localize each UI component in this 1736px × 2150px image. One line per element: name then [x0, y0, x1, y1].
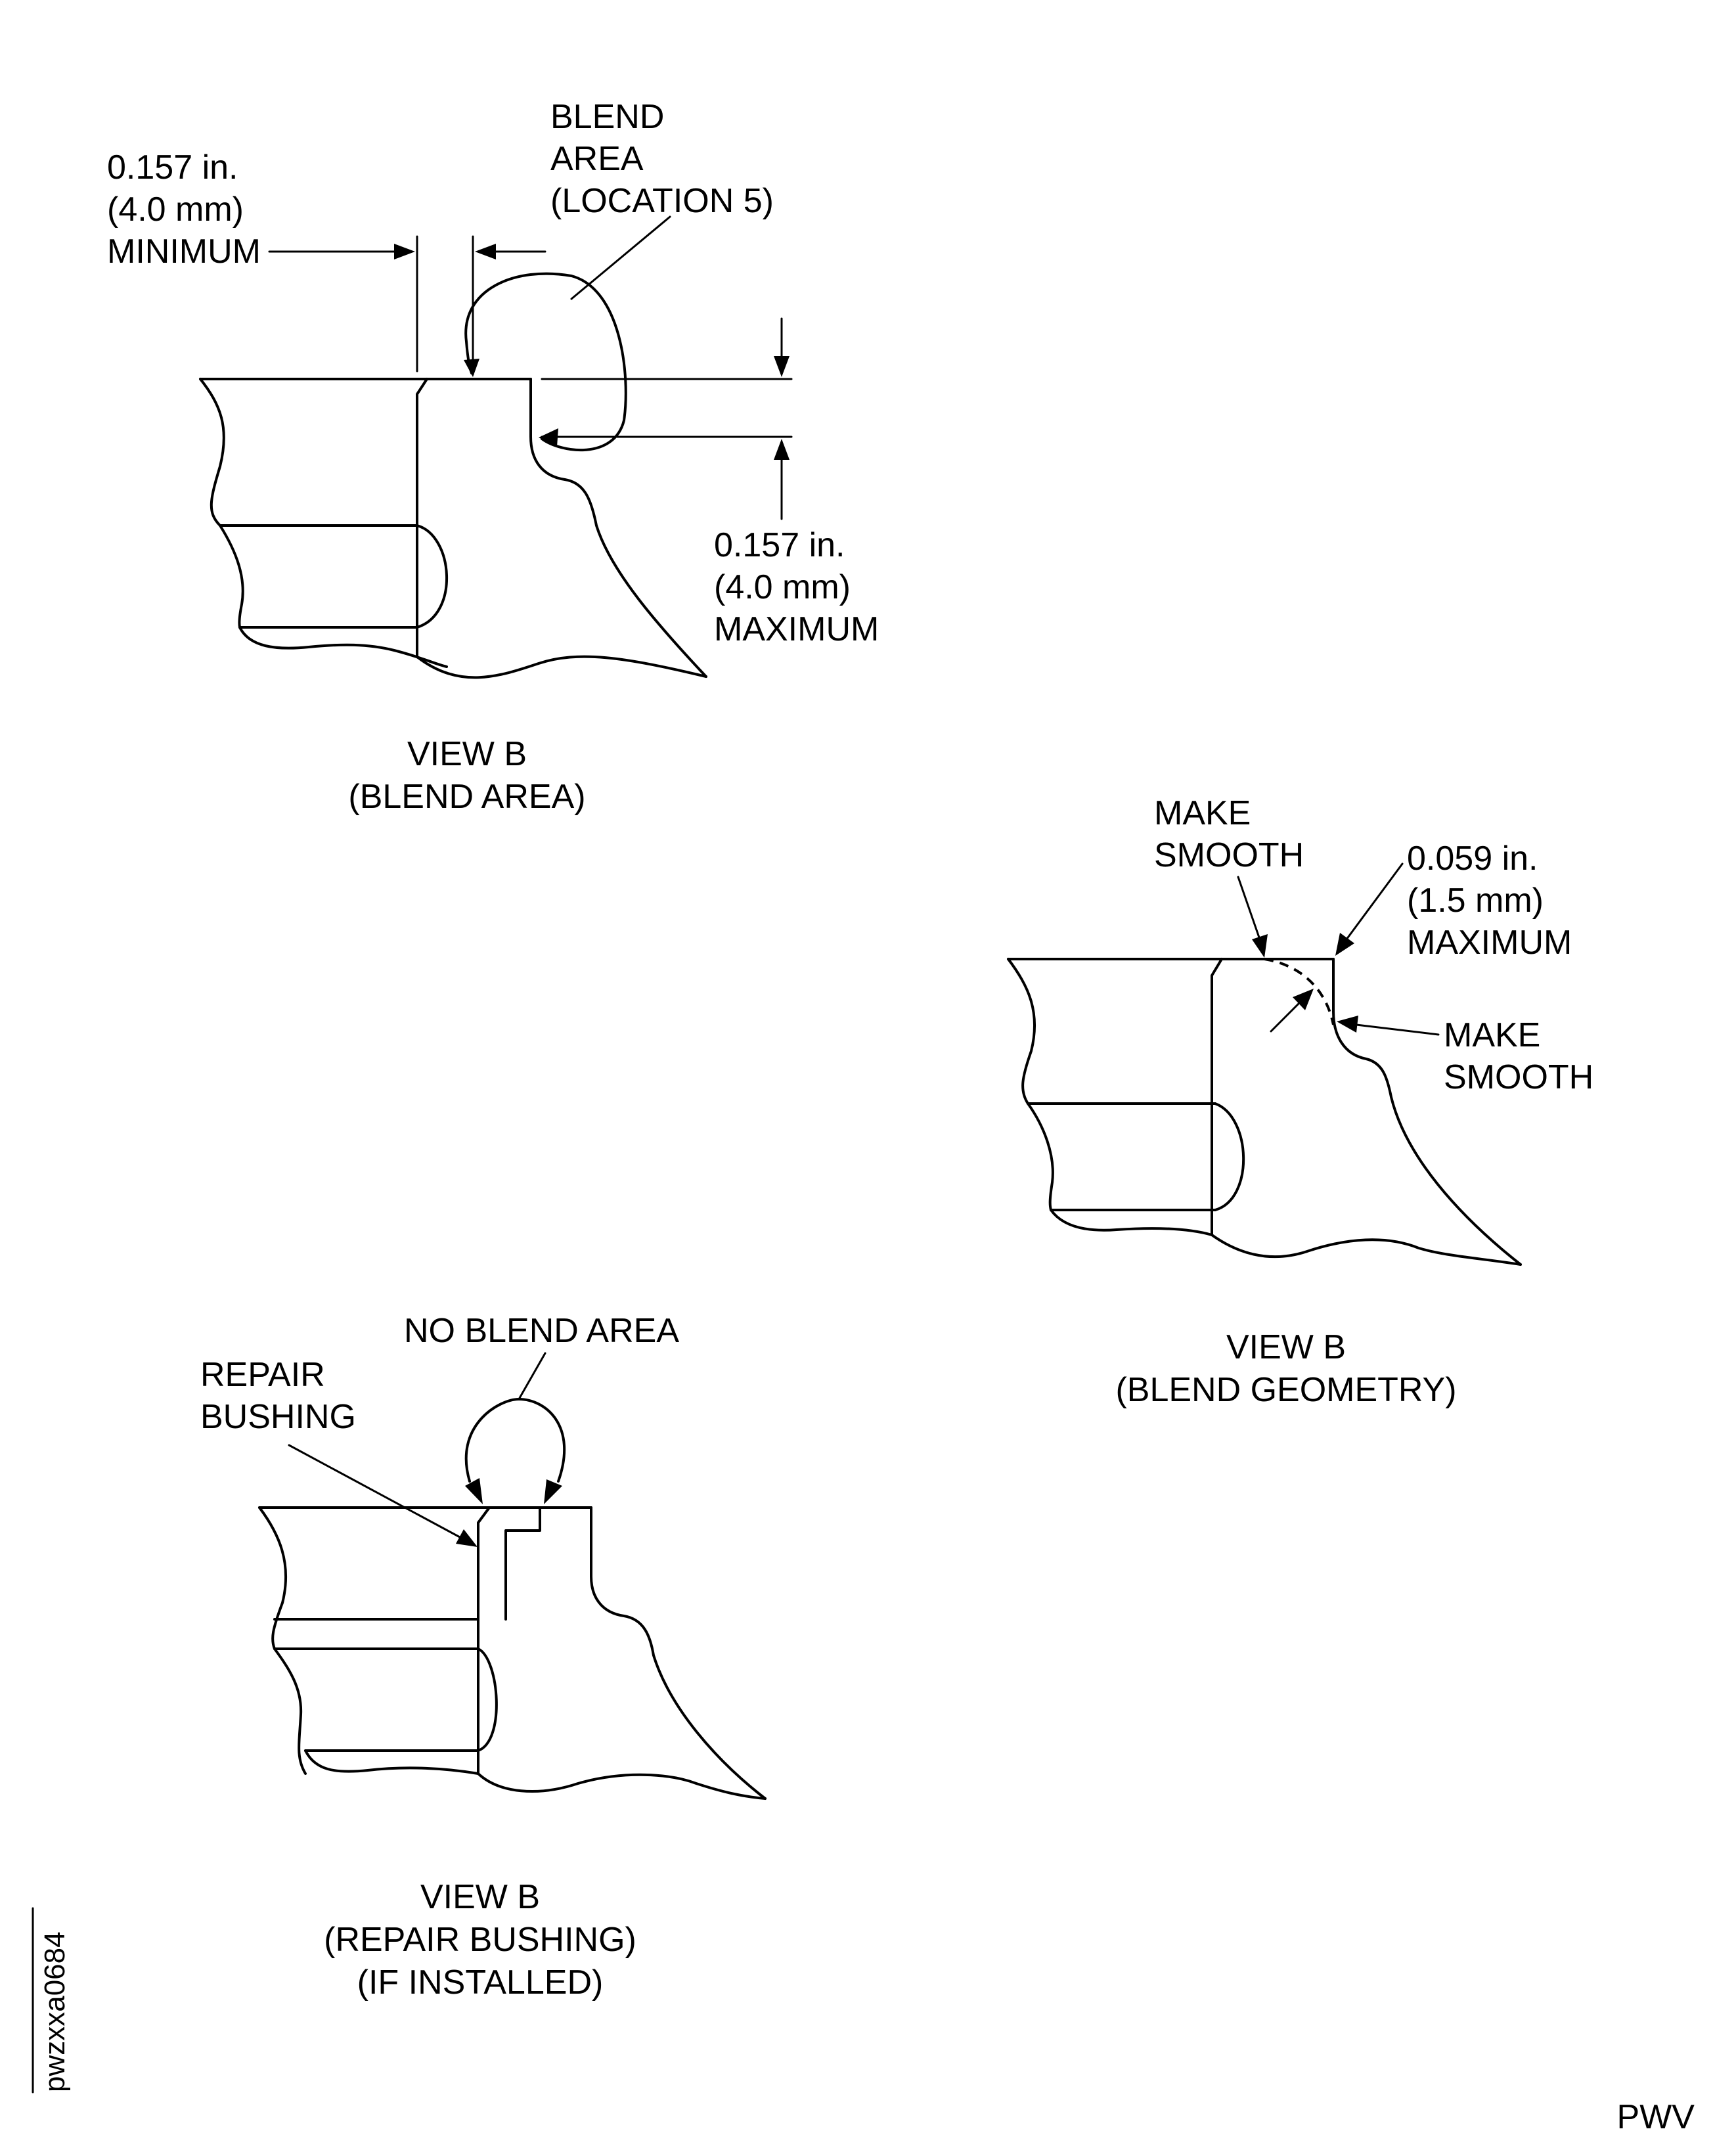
make-smooth-top-line-1: MAKE — [1154, 794, 1251, 832]
blend-area-labels: 0.157 in. (4.0 mm) MINIMUM BLEND AREA (L… — [107, 98, 879, 816]
make-smooth-top-line-2: SMOOTH — [1154, 836, 1304, 874]
blend-area-loop — [464, 215, 671, 452]
view-title: VIEW B — [407, 735, 527, 773]
max-dim-line-3: MAXIMUM — [714, 610, 879, 648]
view-subtitle-2: (IF INSTALLED) — [357, 1963, 604, 2002]
view-blend-geometry: MAKE SMOOTH 0.059 in. (1.5 mm) MAXIMUM M… — [1007, 794, 1593, 1409]
view-title: VIEW B — [1226, 1328, 1346, 1366]
max-dim-line-2: (1.5 mm) — [1407, 882, 1544, 920]
min-dim-line-1: 0.157 in. — [107, 148, 238, 187]
repair-bushing-arrows — [288, 1352, 566, 1547]
bushing-label-line-1: REPAIR — [200, 1356, 325, 1394]
max-dim-line-1: 0.157 in. — [714, 526, 845, 564]
view-title: VIEW B — [420, 1878, 540, 1916]
view-subtitle-1: (REPAIR BUSHING) — [324, 1921, 636, 1959]
corner-mark: PWV — [1617, 2098, 1695, 2136]
min-dim-line-2: (4.0 mm) — [107, 190, 244, 229]
blend-area-part-outline — [199, 378, 707, 679]
blend-geometry-arrows — [1237, 862, 1440, 1036]
figure-id: pwzxxa0684 — [39, 1931, 71, 2092]
blend-area-dimension-lines — [268, 235, 793, 520]
min-dim-line-3: MINIMUM — [107, 233, 261, 271]
max-dim-line-1: 0.059 in. — [1407, 840, 1538, 878]
make-smooth-side-line-1: MAKE — [1444, 1016, 1540, 1054]
blend-label-line-3: (LOCATION 5) — [550, 182, 774, 220]
blend-label-line-1: BLEND — [550, 98, 664, 136]
blend-label-line-2: AREA — [550, 140, 644, 178]
view-blend-area: 0.157 in. (4.0 mm) MINIMUM BLEND AREA (L… — [107, 98, 879, 816]
view-subtitle: (BLEND GEOMETRY) — [1115, 1371, 1456, 1409]
no-blend-label: NO BLEND AREA — [404, 1312, 679, 1350]
reference-marks: pwzxxa0684 PWV — [32, 1907, 1695, 2136]
view-repair-bushing: NO BLEND AREA REPAIR BUSHING VIEW B (REP… — [200, 1312, 767, 2002]
repair-bushing-part-outline — [258, 1506, 767, 1800]
bushing-label-line-2: BUSHING — [200, 1398, 356, 1436]
blend-geometry-part-outline — [1007, 958, 1522, 1266]
view-subtitle: (BLEND AREA) — [348, 778, 585, 816]
max-dim-line-2: (4.0 mm) — [714, 568, 851, 606]
blend-geometry-labels: MAKE SMOOTH 0.059 in. (1.5 mm) MAXIMUM M… — [1115, 794, 1593, 1409]
max-dim-line-3: MAXIMUM — [1407, 924, 1572, 962]
repair-bushing-labels: NO BLEND AREA REPAIR BUSHING VIEW B (REP… — [200, 1312, 679, 2002]
make-smooth-side-line-2: SMOOTH — [1444, 1058, 1593, 1096]
